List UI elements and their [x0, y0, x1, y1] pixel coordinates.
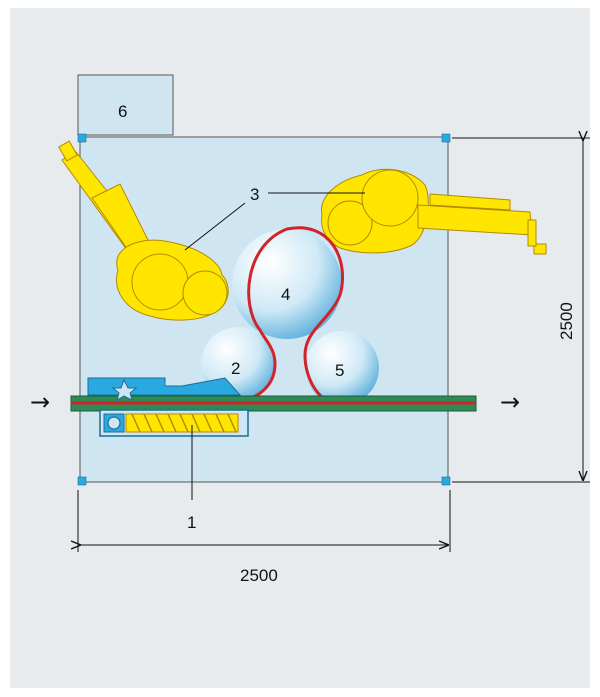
robot-arm-left	[58, 140, 229, 321]
loader-screw	[99, 409, 249, 437]
leader-line-3a	[184, 202, 246, 251]
label-roller-large: 4	[281, 285, 290, 304]
roller-large	[232, 229, 342, 339]
corner-post	[77, 476, 87, 486]
wire-path	[200, 226, 470, 407]
dim-width-value: 2500	[240, 566, 278, 585]
label-roller-small-left: 2	[231, 359, 240, 378]
label-robot-arms: 3	[250, 185, 259, 204]
label-roller-small-right: 5	[335, 361, 344, 380]
robot-arm-right	[321, 168, 547, 255]
flow-in-arrow: →	[30, 388, 50, 416]
dim-height-value: 2500	[557, 302, 576, 340]
roller-small-right	[305, 331, 379, 405]
flow-out-arrow: →	[500, 388, 520, 416]
label-loader: 1	[187, 513, 196, 532]
corner-post	[441, 133, 451, 143]
control-cabinet	[77, 74, 174, 136]
corner-post	[77, 133, 87, 143]
corner-post	[441, 476, 451, 486]
star-icon	[111, 378, 138, 402]
feeder	[87, 377, 242, 402]
control-cabinet-label: 6	[118, 102, 127, 121]
